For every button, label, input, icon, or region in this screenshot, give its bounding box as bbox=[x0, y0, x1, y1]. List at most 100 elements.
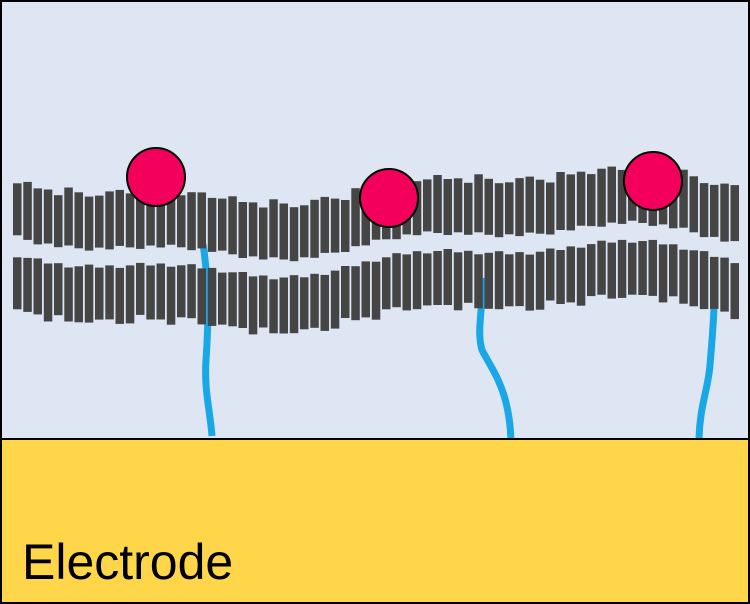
lipid-lower bbox=[279, 277, 288, 334]
lipid-upper bbox=[607, 166, 616, 223]
lipid-upper bbox=[464, 182, 473, 235]
lipid-lower bbox=[187, 264, 196, 319]
lipid-lower bbox=[546, 248, 555, 301]
lipid-lower bbox=[54, 263, 63, 316]
lipid-lower bbox=[556, 250, 565, 304]
lipid-upper bbox=[300, 205, 309, 258]
lipid-lower bbox=[84, 264, 94, 323]
lipid-upper bbox=[84, 196, 94, 251]
lipid-upper bbox=[279, 203, 288, 260]
lipid-lower bbox=[402, 254, 411, 311]
lipid-lower bbox=[74, 266, 83, 323]
lipid-lower bbox=[166, 266, 176, 325]
lipid-upper bbox=[710, 184, 719, 237]
lipid-lower bbox=[115, 267, 124, 324]
lipid-lower bbox=[535, 251, 545, 310]
lipid-lower bbox=[720, 257, 729, 312]
lipid-lower bbox=[23, 257, 32, 312]
lipid-upper bbox=[730, 185, 739, 242]
lipid-lower bbox=[679, 249, 688, 304]
lipid-upper bbox=[679, 169, 688, 228]
lipid-lower bbox=[330, 270, 340, 329]
lipid-upper bbox=[310, 199, 319, 258]
lipid-lower bbox=[218, 272, 227, 325]
lipid-upper bbox=[33, 188, 42, 245]
lipid-upper bbox=[566, 174, 575, 231]
lipid-lower bbox=[320, 274, 329, 331]
lipid-lower bbox=[730, 263, 739, 320]
lipid-lower bbox=[382, 257, 391, 310]
lipid-lower bbox=[566, 246, 575, 303]
lipid-upper bbox=[105, 191, 114, 250]
lipid-lower bbox=[228, 272, 237, 327]
lipid-upper bbox=[64, 187, 73, 246]
lipid-lower bbox=[689, 250, 698, 307]
lipid-upper bbox=[330, 198, 340, 253]
lipid-lower bbox=[177, 265, 186, 318]
lipid-upper bbox=[289, 207, 299, 262]
electrode-region bbox=[0, 438, 750, 604]
lipid-upper bbox=[423, 179, 432, 232]
lipid-upper bbox=[720, 183, 729, 242]
lipid-lower bbox=[464, 250, 473, 303]
lipid-upper bbox=[433, 175, 442, 233]
lipid-lower bbox=[64, 267, 73, 322]
lipid-lower bbox=[310, 273, 319, 328]
lipid-lower bbox=[371, 261, 381, 320]
lipid-upper bbox=[177, 195, 186, 248]
lipid-upper bbox=[341, 200, 350, 252]
lipid-lower bbox=[105, 265, 114, 320]
lipid-upper bbox=[617, 169, 627, 224]
lipid-lower bbox=[505, 254, 514, 307]
lipid-upper bbox=[187, 192, 196, 251]
electrode-label: Electrode bbox=[22, 534, 234, 590]
lipid-lower bbox=[341, 266, 350, 318]
lipid-upper bbox=[699, 183, 709, 238]
lipid-lower bbox=[125, 265, 135, 324]
lipid-upper bbox=[515, 178, 524, 237]
lipid-lower bbox=[412, 251, 422, 310]
lipid-upper bbox=[146, 187, 155, 246]
lipid-upper bbox=[207, 197, 217, 252]
lipid-lower bbox=[269, 279, 278, 334]
lipid-lower bbox=[300, 277, 309, 330]
lipid-lower bbox=[33, 258, 42, 315]
tether-molecule bbox=[199, 243, 216, 437]
lipid-lower bbox=[207, 267, 217, 326]
lipid-upper bbox=[95, 195, 104, 248]
lipid-lower bbox=[443, 249, 452, 305]
lipid-upper bbox=[54, 195, 63, 248]
lipid-lower bbox=[95, 267, 104, 320]
lipid-upper bbox=[597, 168, 606, 227]
lipid-lower bbox=[453, 252, 463, 311]
protein bbox=[126, 147, 186, 207]
lipid-upper bbox=[505, 182, 514, 235]
lipid-upper bbox=[494, 183, 504, 238]
lipid-lower bbox=[43, 263, 53, 322]
lipid-upper bbox=[587, 174, 596, 227]
lipid-upper bbox=[115, 189, 124, 246]
lipid-lower bbox=[648, 239, 657, 296]
lipid-upper bbox=[13, 183, 22, 236]
lipid-lower bbox=[658, 244, 668, 303]
lipid-lower bbox=[351, 266, 360, 321]
lipid-upper bbox=[228, 196, 237, 255]
lipid-upper bbox=[125, 193, 135, 248]
lipid-lower bbox=[248, 276, 258, 335]
proteins-layer bbox=[126, 147, 683, 228]
lipid-upper bbox=[136, 196, 145, 249]
lipid-upper bbox=[576, 171, 586, 226]
lipid-lower bbox=[156, 263, 165, 320]
lipid-upper bbox=[166, 190, 176, 245]
lipid-upper bbox=[689, 176, 698, 233]
lipid-upper bbox=[156, 191, 165, 248]
lipid-lower bbox=[423, 253, 432, 306]
lipid-lower bbox=[494, 251, 504, 310]
lipid-lower bbox=[587, 244, 596, 297]
lipid-lower bbox=[607, 242, 616, 299]
lipid-lower bbox=[617, 239, 627, 298]
lipid-lower bbox=[525, 254, 534, 311]
lipid-upper bbox=[23, 181, 32, 240]
protein bbox=[623, 151, 683, 211]
